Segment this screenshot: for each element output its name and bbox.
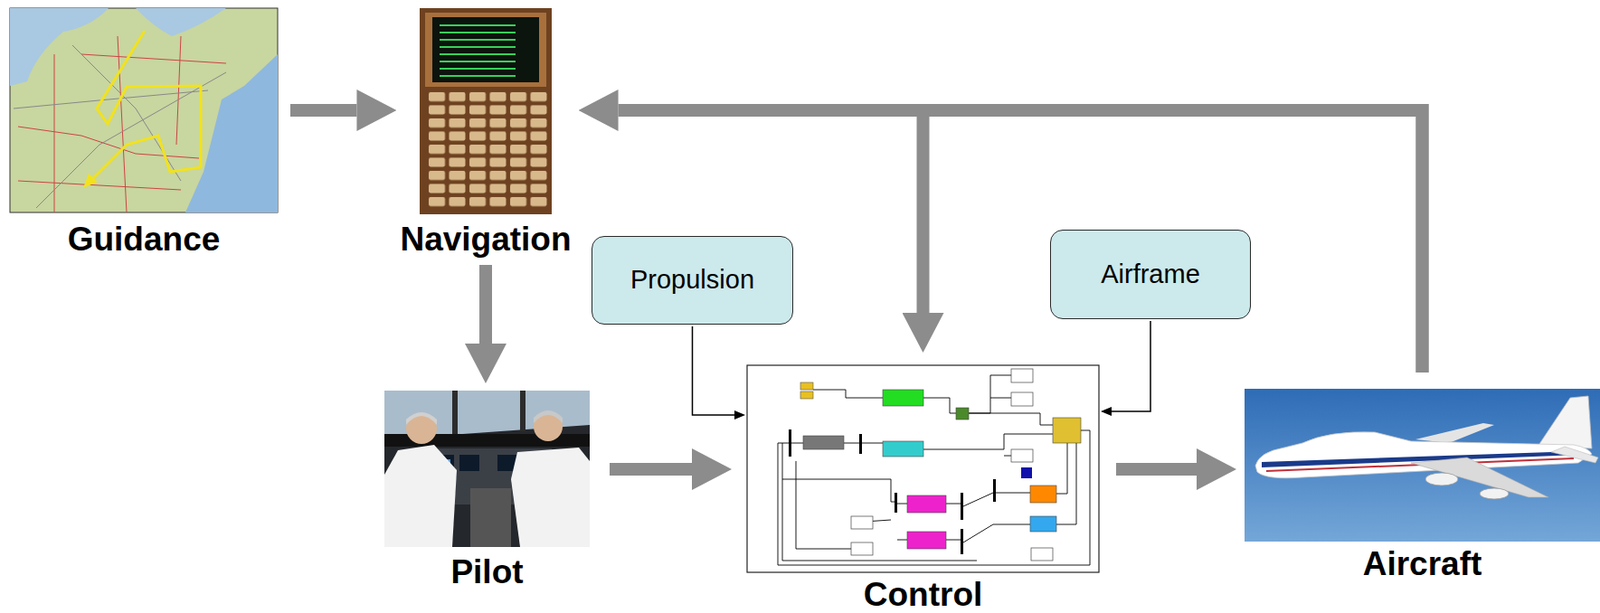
mux-bar bbox=[960, 492, 964, 521]
pilot-shirt bbox=[511, 447, 590, 548]
flow-arrow bbox=[1111, 321, 1151, 412]
sum-block bbox=[956, 407, 969, 420]
map-borders bbox=[18, 36, 227, 213]
map-picture-node: Guidance bbox=[9, 8, 278, 256]
cockpit-photo bbox=[384, 390, 590, 548]
block-wires bbox=[777, 375, 1090, 566]
adaptive-law-block bbox=[907, 495, 947, 513]
source-block bbox=[800, 391, 814, 399]
node-label: Navigation bbox=[399, 222, 571, 256]
cockpit-picture-node: Pilot bbox=[384, 390, 590, 589]
pilot-shirt bbox=[384, 444, 457, 548]
node-label: Pilot bbox=[450, 555, 523, 589]
fuselage bbox=[1255, 432, 1592, 479]
route-line bbox=[90, 30, 201, 181]
mux-bar bbox=[993, 479, 996, 502]
stabilizer bbox=[1551, 446, 1599, 464]
near-wing bbox=[1410, 457, 1549, 498]
mux-bar bbox=[859, 434, 862, 455]
flow-arrow bbox=[290, 104, 357, 117]
map-ocean bbox=[185, 54, 278, 213]
scope-block bbox=[851, 542, 873, 556]
aircraft-picture-node: Aircraft bbox=[1244, 388, 1600, 581]
route-arrowhead bbox=[83, 173, 98, 189]
picture-area bbox=[1244, 388, 1600, 542]
flow-arrow bbox=[609, 463, 692, 476]
pilot-hair bbox=[406, 412, 437, 426]
mux-bar bbox=[960, 529, 964, 555]
map-lake bbox=[135, 8, 227, 37]
scope-block bbox=[851, 516, 873, 530]
picture-area bbox=[384, 390, 590, 548]
mux-bar bbox=[788, 429, 792, 457]
pilot-hair bbox=[533, 410, 563, 424]
adaptive-law-block bbox=[907, 531, 947, 550]
picture-area bbox=[747, 365, 1099, 573]
block-diagram bbox=[747, 365, 1099, 573]
block-diagram-node: Control bbox=[747, 365, 1099, 612]
throttle-pedestal bbox=[470, 488, 512, 548]
subsystem-box: Airframe bbox=[1050, 229, 1251, 320]
subsystem-box: Propulsion bbox=[591, 236, 794, 325]
engine bbox=[1425, 473, 1458, 486]
flow-arrow bbox=[923, 110, 1423, 373]
mux-bar bbox=[894, 492, 898, 513]
fms-bezel bbox=[419, 8, 552, 215]
block-diagram-frame bbox=[747, 365, 1099, 573]
aircraft-photo bbox=[1244, 388, 1600, 542]
map-lake bbox=[9, 8, 109, 86]
display bbox=[459, 454, 480, 472]
scope-block bbox=[1031, 548, 1053, 561]
window-post bbox=[452, 390, 458, 436]
node-label: Guidance bbox=[67, 222, 221, 256]
scope-block bbox=[1011, 392, 1033, 407]
fms-picture-node: Navigation bbox=[399, 8, 571, 256]
sky bbox=[1244, 388, 1600, 542]
window-post bbox=[520, 390, 526, 432]
picture-area bbox=[9, 8, 278, 213]
source-block bbox=[800, 382, 814, 390]
adaptive-block bbox=[1052, 417, 1081, 444]
fms-screen bbox=[432, 17, 540, 83]
map-land bbox=[9, 8, 278, 213]
fms-keypad bbox=[426, 90, 550, 209]
gain-block bbox=[1021, 467, 1032, 479]
node-label: Airframe bbox=[1100, 259, 1201, 290]
function-block bbox=[1030, 485, 1057, 503]
fms-screen-lines bbox=[437, 21, 536, 78]
route-map bbox=[9, 8, 278, 213]
flow-arrow bbox=[692, 326, 736, 416]
model-block bbox=[882, 389, 924, 407]
pilot-head bbox=[406, 413, 437, 445]
picture-area bbox=[419, 8, 552, 215]
flow-arrow bbox=[479, 265, 493, 344]
node-label: Aircraft bbox=[1363, 547, 1483, 581]
flight-management-unit bbox=[419, 8, 552, 215]
cockpit-interior bbox=[384, 390, 590, 548]
flow-arrow bbox=[1116, 463, 1197, 476]
plant-block bbox=[882, 441, 924, 457]
scope-block bbox=[1011, 449, 1033, 463]
function-block bbox=[1030, 516, 1057, 532]
engine bbox=[1479, 488, 1509, 500]
tail-fin bbox=[1537, 396, 1592, 449]
controller-block bbox=[803, 435, 844, 450]
node-label: Propulsion bbox=[630, 265, 755, 295]
fms-screen-frame bbox=[425, 12, 547, 87]
scope-block bbox=[1011, 369, 1033, 383]
far-wing bbox=[1415, 423, 1495, 444]
node-label: Control bbox=[863, 577, 984, 612]
